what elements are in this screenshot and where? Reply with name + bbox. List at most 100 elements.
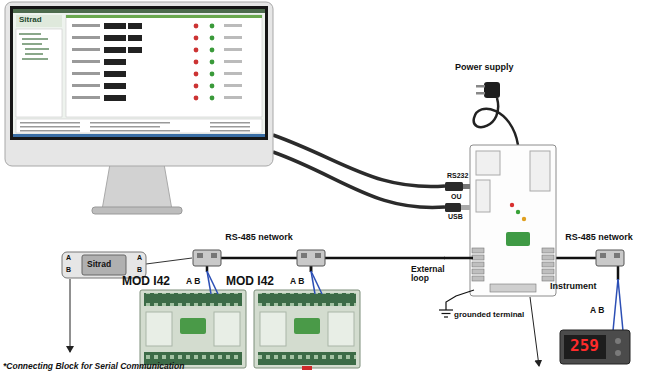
screen-table <box>72 48 100 51</box>
connecting-block <box>600 253 606 258</box>
device-name: Instrument <box>550 282 597 292</box>
screen-table <box>224 84 242 87</box>
serial-plug <box>445 182 463 191</box>
pin-label: A <box>137 254 142 262</box>
monitor <box>90 130 180 132</box>
monitor <box>19 33 41 35</box>
ab-wires <box>311 271 322 294</box>
converter-unit <box>472 276 484 281</box>
screen-table <box>128 23 142 29</box>
screen-table <box>104 95 126 101</box>
connecting-block <box>193 250 221 266</box>
pin-label: A <box>66 254 71 262</box>
block-logo: Sitrad <box>87 260 111 269</box>
mod-module-body <box>294 318 320 334</box>
screen-table <box>72 24 100 27</box>
monitor <box>5 2 273 166</box>
screen-table <box>128 35 142 41</box>
converter-unit <box>530 151 550 191</box>
ground-symbol <box>439 309 453 310</box>
converter-unit <box>472 248 484 253</box>
screen-table <box>104 59 126 65</box>
instrument-body <box>564 335 606 359</box>
monitor <box>66 15 262 18</box>
ground-symbol <box>442 313 451 314</box>
connecting-block <box>197 253 203 258</box>
ab-wires <box>207 271 218 294</box>
monitor <box>13 134 265 137</box>
monitor <box>210 122 250 124</box>
converter-unit <box>506 232 530 246</box>
monitor <box>20 126 80 128</box>
converter-unit <box>510 203 514 207</box>
screen-table <box>224 60 242 63</box>
screen-table <box>104 23 126 29</box>
converter-unit <box>516 210 520 214</box>
mod-module-body <box>254 290 360 368</box>
converter-unit <box>472 262 484 267</box>
monitor <box>210 130 250 132</box>
screen-table <box>224 96 242 99</box>
module-name: MOD I42 <box>226 275 274 288</box>
converter-unit <box>542 276 554 281</box>
edge-label: RS-485 network <box>565 233 633 243</box>
monitor <box>16 29 62 117</box>
usb-cable <box>273 152 445 207</box>
screen-table <box>194 48 199 53</box>
monitor <box>16 15 62 27</box>
port-label: USB <box>448 213 463 221</box>
mod-module-body <box>140 290 246 368</box>
screen-table <box>72 36 100 39</box>
screen-table <box>194 24 199 29</box>
power-plug <box>476 85 485 88</box>
mod-module-body <box>140 290 246 368</box>
monitor <box>210 126 250 128</box>
mod-module: MOD I42 <box>224 272 362 370</box>
mod-module-body <box>258 293 356 306</box>
usb-plug <box>461 205 470 210</box>
screen-table <box>72 72 100 75</box>
part-label: Power supply <box>455 63 514 73</box>
instrument-body <box>615 338 621 344</box>
screen-table <box>210 84 215 89</box>
pin-label: A B <box>590 306 604 315</box>
monitor-screen: Sitrad <box>5 2 273 166</box>
screen-table <box>210 24 215 29</box>
power-plug <box>474 98 518 145</box>
screen-table <box>210 36 215 41</box>
footnote: *Connecting Block for Serial Communicati… <box>3 362 184 371</box>
connecting-block <box>301 253 307 258</box>
converter-unit <box>542 262 554 267</box>
serial-plug <box>463 184 470 189</box>
screen-table <box>104 35 126 41</box>
connecting-block-callout: Sitrad <box>62 252 146 278</box>
converter-unit <box>470 145 556 296</box>
pin-label: A B <box>290 277 304 286</box>
rs485-bus <box>207 258 311 272</box>
usb-plug <box>445 203 470 212</box>
display-reading: 259 <box>570 337 599 355</box>
instrument-body <box>560 330 630 364</box>
converter-unit <box>542 269 554 274</box>
converter-unit <box>490 284 536 292</box>
port-label: OU <box>451 193 462 201</box>
connecting-block <box>297 250 325 266</box>
converter-box: RS232OUUSB <box>445 145 556 296</box>
screen-table <box>224 48 242 51</box>
screen-table <box>72 96 100 99</box>
mod-module-body <box>214 312 240 346</box>
screen-table <box>210 60 215 65</box>
screen-table <box>194 60 199 65</box>
connecting-block <box>193 250 221 266</box>
part-label: grounded terminal <box>454 311 524 320</box>
monitor <box>90 126 160 128</box>
monitor <box>10 6 268 140</box>
screen-table <box>104 83 126 89</box>
screen-table <box>72 23 242 101</box>
converter-unit <box>476 180 490 212</box>
edge-label: RS-485 network <box>225 233 293 243</box>
screen-table <box>128 47 142 53</box>
ground-symbol <box>444 316 448 317</box>
monitor <box>22 58 48 60</box>
